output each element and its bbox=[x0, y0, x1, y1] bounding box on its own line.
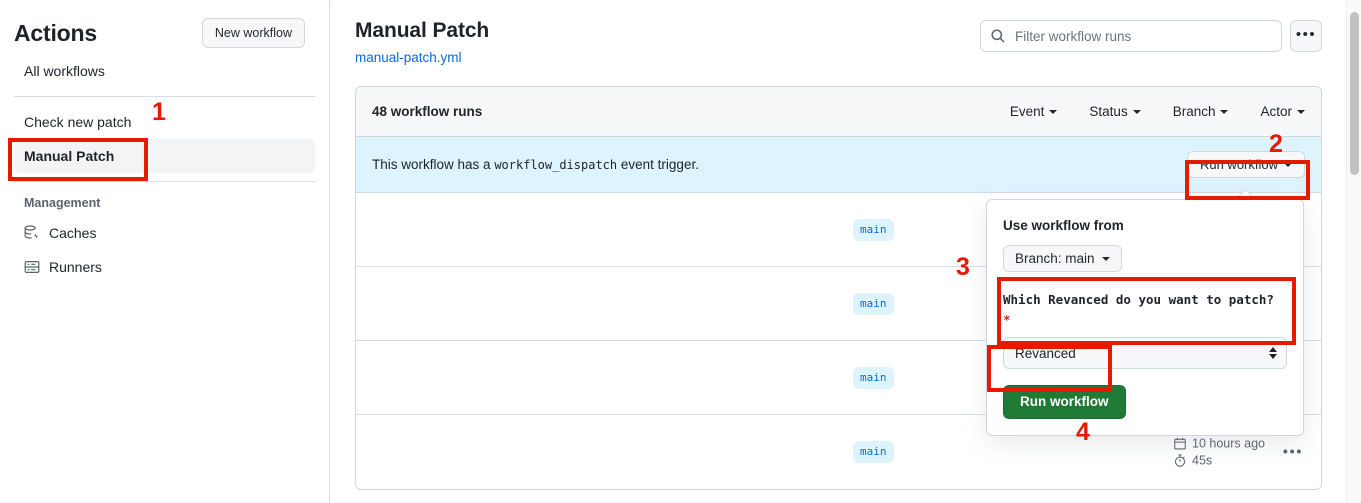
filter-status[interactable]: Status bbox=[1089, 104, 1141, 119]
search-input[interactable] bbox=[1013, 21, 1281, 51]
revanced-select[interactable]: Revanced bbox=[1003, 337, 1287, 369]
sidebar-header: Actions New workflow bbox=[0, 0, 329, 54]
run-duration-label: 45s bbox=[1192, 453, 1213, 468]
revanced-select-value: Revanced bbox=[1015, 345, 1076, 361]
required-marker: * bbox=[1003, 312, 1011, 327]
dispatch-text-after: event trigger. bbox=[620, 157, 699, 172]
branch-selector-button[interactable]: Branch: main bbox=[1003, 245, 1122, 272]
row-kebab-button[interactable]: ••• bbox=[1282, 443, 1303, 461]
workflow-title: Manual Patch bbox=[355, 19, 490, 42]
table-row[interactable]: main bbox=[356, 193, 1321, 267]
runners-icon bbox=[24, 260, 40, 274]
table-row[interactable]: main 10 hours ago bbox=[356, 415, 1321, 489]
runs-filter-group: Event Status Branch Actor bbox=[1010, 104, 1305, 119]
use-workflow-from-label: Use workflow from bbox=[1003, 218, 1124, 233]
workflow-title-block: Manual Patch manual-patch.yml bbox=[355, 16, 489, 68]
sidebar-divider-2 bbox=[14, 181, 315, 182]
sidebar-divider-1 bbox=[14, 96, 315, 97]
branch-selector-label: Branch: main bbox=[1015, 251, 1095, 266]
chevron-down-icon bbox=[1132, 109, 1141, 114]
sidebar-workflow-list: All workflows bbox=[0, 54, 329, 88]
sidebar-management-heading: Management bbox=[24, 196, 101, 210]
branch-badge[interactable]: main bbox=[853, 218, 894, 241]
page-title: Actions bbox=[14, 19, 97, 46]
new-workflow-button[interactable]: New workflow bbox=[201, 18, 305, 48]
stopwatch-icon bbox=[1174, 454, 1186, 467]
run-workflow-popover: Use workflow from Branch: main Which Rev… bbox=[986, 199, 1304, 436]
header-kebab-button[interactable]: ••• bbox=[1290, 20, 1322, 52]
run-date-label: 10 hours ago bbox=[1192, 436, 1265, 451]
chevron-down-icon bbox=[1101, 256, 1110, 261]
workflow-file-link[interactable]: manual-patch.yml bbox=[355, 50, 462, 65]
run-duration: 45s bbox=[1173, 454, 1265, 468]
filter-event[interactable]: Event bbox=[1010, 104, 1058, 119]
workflow-input-label: Which Revanced do you want to patch? * bbox=[1003, 290, 1287, 330]
workflow-input-select-wrap: Revanced bbox=[1003, 337, 1287, 369]
filter-actor[interactable]: Actor bbox=[1260, 104, 1305, 119]
cache-icon bbox=[24, 225, 38, 239]
branch-badge[interactable]: main bbox=[853, 441, 894, 463]
filter-status-label: Status bbox=[1089, 104, 1128, 119]
calendar-icon bbox=[1174, 437, 1186, 450]
sidebar: Actions New workflow All workflows Check… bbox=[0, 0, 330, 503]
header-actions: ••• bbox=[980, 16, 1322, 52]
filter-branch-label: Branch bbox=[1172, 104, 1216, 119]
dispatch-event-code: workflow_dispatch bbox=[494, 158, 618, 172]
filter-workflow-runs-box[interactable] bbox=[980, 20, 1282, 52]
vertical-scrollbar-thumb[interactable] bbox=[1350, 12, 1359, 175]
sidebar-item-all-workflows[interactable]: All workflows bbox=[24, 63, 105, 79]
runs-count-label: 48 workflow runs bbox=[372, 104, 483, 119]
table-row[interactable]: main bbox=[356, 267, 1321, 341]
filter-actor-label: Actor bbox=[1260, 104, 1292, 119]
workflow-input-label-text: Which Revanced do you want to patch? bbox=[1003, 292, 1274, 307]
sidebar-item-label-caches: Caches bbox=[49, 225, 97, 241]
branch-badge[interactable]: main bbox=[853, 366, 894, 389]
sidebar-management: Management Caches bbox=[0, 190, 329, 284]
filter-event-label: Event bbox=[1009, 104, 1045, 119]
run-meta: 10 hours ago 45s bbox=[1173, 437, 1265, 468]
dispatch-text-before: This workflow has a bbox=[372, 157, 491, 172]
sidebar-item-caches[interactable]: Caches bbox=[14, 216, 315, 250]
filter-branch[interactable]: Branch bbox=[1173, 104, 1229, 119]
sidebar-item-manual-patch[interactable]: Manual Patch bbox=[14, 139, 315, 173]
vertical-scrollbar-track[interactable] bbox=[1346, 0, 1361, 503]
chevron-down-icon bbox=[1297, 109, 1305, 114]
dispatch-banner-text: This workflow has a workflow_dispatch ev… bbox=[372, 157, 699, 172]
run-workflow-dropdown-button[interactable]: Run workflow bbox=[1186, 151, 1305, 178]
chevron-down-icon bbox=[1049, 109, 1058, 114]
search-icon bbox=[991, 29, 1005, 43]
sidebar-workflow-list-2: Check new patch Manual Patch bbox=[0, 105, 329, 173]
branch-badge[interactable]: main bbox=[853, 292, 894, 315]
sidebar-item-label-runners: Runners bbox=[49, 259, 102, 275]
sidebar-item-check-new-patch[interactable]: Check new patch bbox=[24, 114, 132, 130]
run-date: 10 hours ago bbox=[1173, 437, 1265, 451]
workflow-dispatch-banner: This workflow has a workflow_dispatch ev… bbox=[356, 137, 1321, 193]
runs-toolbar: 48 workflow runs Event Status Branch bbox=[356, 87, 1321, 137]
run-workflow-dropdown-label: Run workflow bbox=[1199, 157, 1278, 172]
chevron-down-icon bbox=[1284, 162, 1292, 167]
chevron-down-icon bbox=[1220, 109, 1229, 114]
workflow-header: Manual Patch manual-patch.yml ••• bbox=[331, 0, 1346, 68]
sidebar-item-runners[interactable]: Runners bbox=[14, 250, 315, 284]
run-workflow-submit-button[interactable]: Run workflow bbox=[1003, 385, 1126, 419]
